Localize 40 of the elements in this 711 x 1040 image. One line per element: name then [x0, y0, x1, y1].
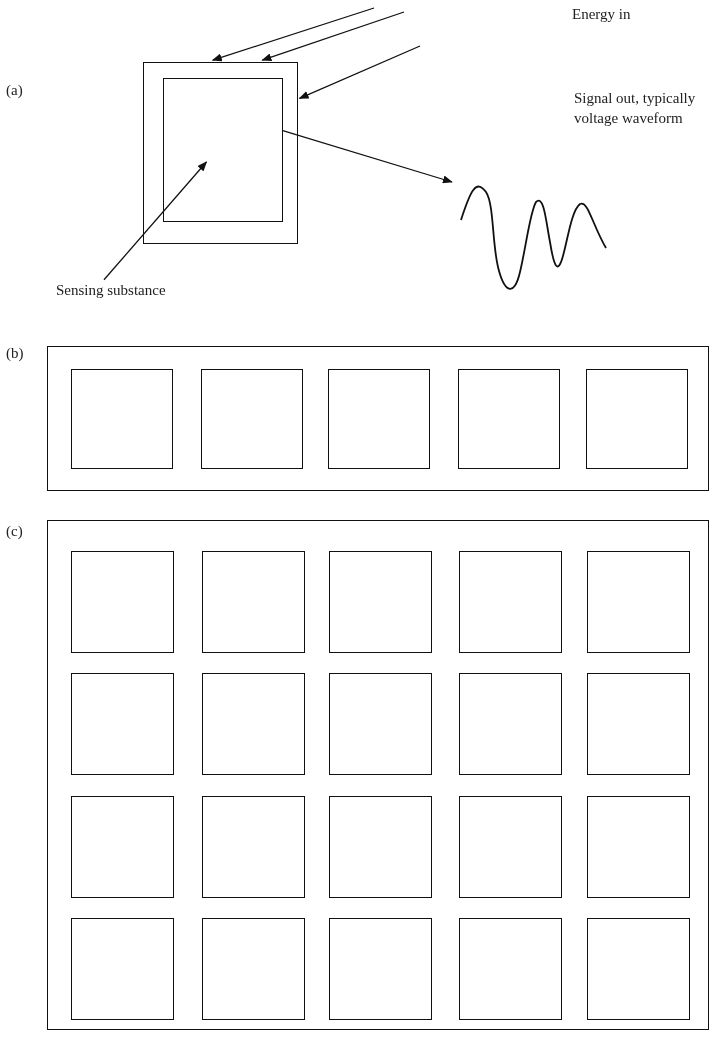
- sensor-square: [587, 796, 690, 898]
- sensor-square: [71, 369, 173, 469]
- panel-label: (b): [6, 344, 24, 363]
- sensor-array-panel: [47, 520, 709, 1030]
- sensor-square: [587, 918, 690, 1020]
- sensor-housing: [143, 62, 298, 244]
- sensor-square: [329, 918, 432, 1020]
- arrow: [211, 7, 375, 62]
- sensor-square: [71, 918, 174, 1020]
- sensor-square: [71, 551, 174, 653]
- sensor-square: [202, 918, 305, 1020]
- sensor-square: [202, 551, 305, 653]
- callout-text: Sensing substance: [56, 282, 206, 304]
- callout-text: Energy in: [572, 5, 631, 24]
- sensor-square: [328, 369, 430, 469]
- sensor-square: [458, 369, 560, 469]
- sensor-square: [587, 551, 690, 653]
- callout-text: Signal out, typically voltage waveform: [574, 89, 697, 128]
- sensor-square: [329, 796, 432, 898]
- arrow: [261, 11, 405, 62]
- sensor-square: [71, 796, 174, 898]
- sensor-square: [459, 796, 562, 898]
- sensor-square: [202, 796, 305, 898]
- panel-label: (c): [6, 522, 23, 541]
- sensor-square: [202, 673, 305, 775]
- sensor-square: [201, 369, 303, 469]
- sensing-element: [163, 78, 283, 222]
- sensor-square: [586, 369, 688, 469]
- leader-line: [103, 161, 208, 281]
- sensor-square: [329, 551, 432, 653]
- sensor-square: [587, 673, 690, 775]
- sensor-array-panel: [47, 346, 709, 491]
- sensor-square: [459, 918, 562, 1020]
- sensor-square: [459, 673, 562, 775]
- sensor-square: [459, 551, 562, 653]
- panel-label: (a): [6, 81, 23, 100]
- sensor-square: [71, 673, 174, 775]
- sensor-square: [329, 673, 432, 775]
- arrow: [298, 45, 421, 100]
- arrow: [281, 129, 453, 184]
